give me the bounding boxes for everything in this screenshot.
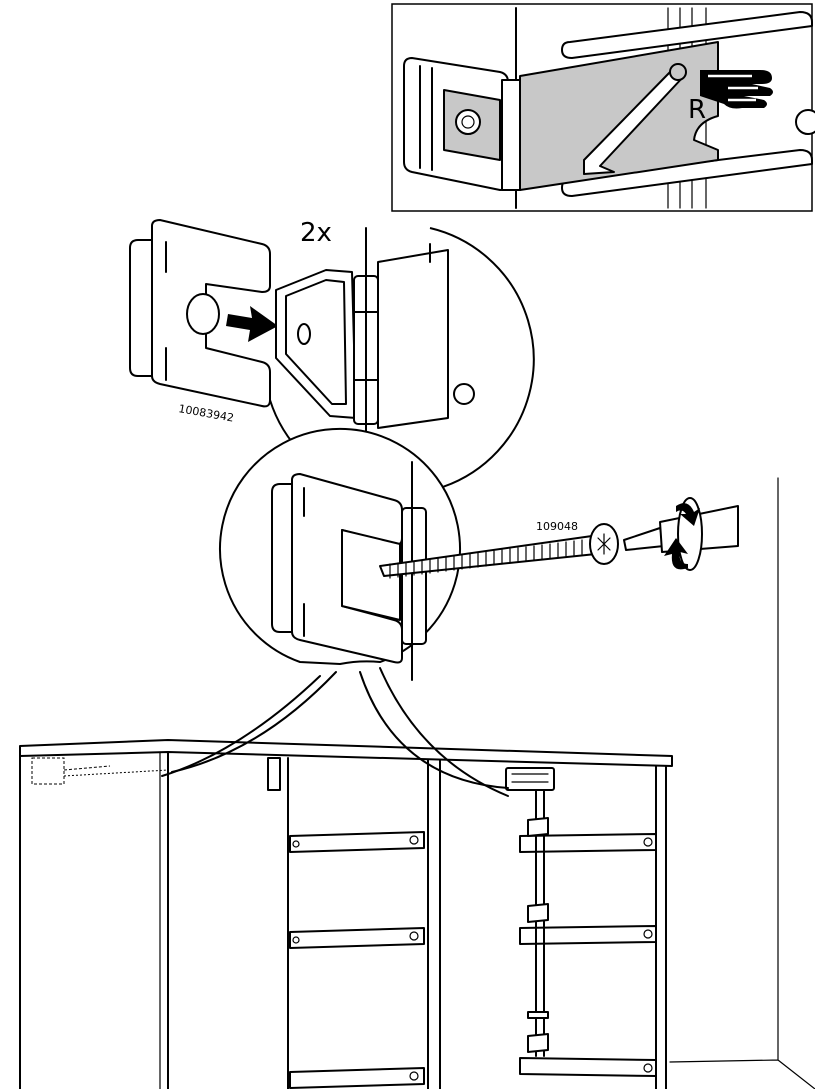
shelf bbox=[289, 831, 425, 853]
dashed-screw-marker bbox=[31, 757, 169, 785]
shelf bbox=[519, 833, 657, 853]
side-letter-label: R bbox=[688, 95, 706, 125]
arrow-right-icon bbox=[226, 306, 278, 342]
cabinet bbox=[19, 477, 815, 1089]
hinge-detail-box: R bbox=[391, 3, 815, 212]
rotate-clockwise-icon bbox=[664, 503, 700, 570]
quantity-label: 2x bbox=[300, 218, 332, 248]
shelf bbox=[519, 925, 657, 945]
shelf bbox=[289, 1067, 425, 1089]
shelf bbox=[519, 1057, 657, 1077]
shelf bbox=[289, 927, 425, 949]
pointing-hand-icon bbox=[700, 70, 773, 109]
screw-detail: 109048 bbox=[219, 427, 739, 681]
part-number-label: 10083942 bbox=[177, 402, 234, 425]
screw bbox=[379, 523, 619, 579]
screw-part-number-label: 109048 bbox=[536, 520, 578, 533]
